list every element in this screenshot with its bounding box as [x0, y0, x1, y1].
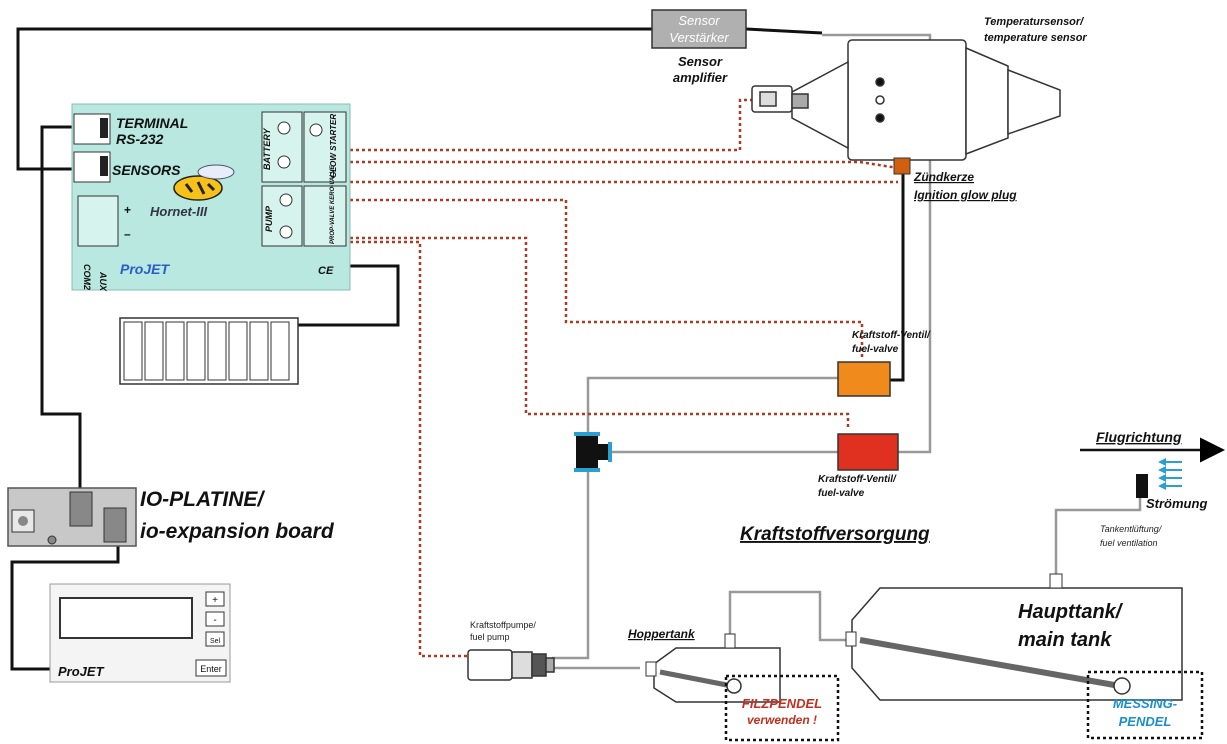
pump-label: PUMP [264, 205, 274, 232]
amp-line1: Sensor [678, 13, 720, 28]
gsu-brand: ProJET [58, 664, 105, 679]
gsu-minus-button[interactable] [205, 611, 225, 627]
vent-fitting [1136, 474, 1148, 498]
ground-support-unit: + - Sel Enter ProJET [49, 583, 231, 683]
temp-sensor-label-1: Temperatursensor/ [984, 16, 1085, 28]
glow-plug-wire [890, 172, 905, 382]
dotted-wires [350, 98, 899, 658]
battery-label: BATTERY [262, 127, 272, 170]
projet-logo: ProJET [120, 261, 170, 277]
prop-valve-wire [350, 198, 864, 358]
io-label-1: IO-PLATINE/ [140, 488, 265, 511]
turbine-engine [751, 39, 1061, 161]
kero-valve-wire [350, 236, 850, 430]
connector-block [119, 317, 299, 385]
pump-label-1: Kraftstoffpumpe/ [470, 620, 536, 630]
felt-label-2: verwenden ! [747, 713, 817, 727]
rs232-label: RS-232 [116, 131, 164, 147]
terminal-wire [40, 125, 82, 492]
fuel-valve-red [837, 433, 899, 471]
glow-starter-label: GLOW STARTER [329, 114, 338, 178]
felt-pendulum-box [724, 674, 840, 742]
gsu-plus-button[interactable] [205, 591, 225, 607]
t-piece [574, 432, 612, 472]
flow-arrows-icon [1158, 458, 1182, 490]
gsu-enter-button[interactable] [195, 659, 227, 677]
model-logo: Hornet-III [150, 204, 207, 219]
vent-label-2: fuel ventilation [1100, 538, 1158, 548]
valve1-label-2: fuel-valve [852, 344, 899, 355]
battery-glow-wire [350, 98, 752, 152]
svg-text:Enter: Enter [200, 664, 222, 674]
hopper-to-main-line [728, 590, 848, 642]
valve1-label-1: Kraftstoff-Ventil/ [852, 330, 931, 341]
glow-starter-socket[interactable] [303, 111, 347, 183]
main-tank [851, 587, 1183, 701]
brass-pendulum-box [1086, 670, 1204, 740]
amp-line2: Verstärker [669, 30, 729, 45]
black-wires [10, 27, 905, 671]
glow-plug [893, 157, 911, 175]
svg-text:-: - [213, 615, 216, 626]
pump-feed-line [552, 470, 590, 660]
io-label-2: io-expansion board [140, 520, 335, 543]
brass-label-2: PENDEL [1119, 714, 1172, 729]
amp-en1: Sensor [678, 54, 723, 69]
sensors-label: SENSORS [112, 162, 181, 178]
glow-plug-label-2: Ignition glow plug [914, 188, 1017, 202]
fuel-pump-wire [350, 240, 468, 658]
felt-label-1: FILZPENDEL [742, 696, 822, 711]
svg-text:–: – [124, 227, 131, 241]
main-tank-label-2: main tank [1018, 629, 1112, 651]
gsu-sel-button[interactable] [205, 631, 225, 647]
com2-label: COM2 [82, 264, 92, 290]
hopper-tank [653, 647, 781, 703]
pump-label-2: fuel pump [470, 632, 510, 642]
hornet-logo: Hornet-III [150, 164, 235, 219]
aux-connector[interactable] [77, 195, 119, 247]
glow-starter-wire [350, 160, 899, 170]
svg-text:+: + [212, 595, 218, 606]
temp-sensor-label-2: temperature sensor [984, 32, 1087, 44]
amp-to-sensor-wire [745, 27, 823, 35]
glow-plug-label-1: Zündkerze [913, 170, 974, 184]
valve2-label-1: Kraftstoff-Ventil/ [818, 474, 897, 485]
valve-label: PROP-VALVE KERO-VALVE [330, 165, 336, 244]
ce-mark: CE [318, 265, 334, 277]
sensor-amplifier: Sensor Verstärker Sensor amplifier [651, 9, 747, 85]
svg-text:+: + [124, 203, 131, 217]
valve1-fuel-line [586, 376, 838, 434]
amp-en2: amplifier [673, 70, 728, 85]
hopper-label: Hoppertank [628, 627, 696, 641]
aux-label: AUX [98, 271, 108, 292]
diagram-title: Kraftstoffversorgung [740, 524, 930, 545]
sensor-amp-wire [16, 27, 652, 171]
gsu-display [59, 597, 193, 639]
flight-direction-label: Flugrichtung [1096, 429, 1182, 445]
fuel-pump [467, 649, 555, 681]
valve2-label-2: fuel-valve [818, 488, 865, 499]
io-board [7, 487, 137, 547]
brass-label-1: MESSING- [1113, 696, 1177, 711]
gsu-wire [10, 540, 120, 671]
svg-text:Sel: Sel [210, 638, 221, 645]
valve-socket[interactable] [303, 185, 347, 247]
main-tank-label-1: Haupttank/ [1018, 601, 1124, 623]
fuel-valve-orange [837, 361, 891, 397]
vent-line [1054, 490, 1142, 576]
flow-label: Strömung [1146, 496, 1207, 511]
ecu-to-box-wire [298, 264, 400, 327]
ecu-board: TERMINAL RS-232 SENSORS BATTERY GLOW STA… [71, 103, 351, 292]
terminal-label: TERMINAL [116, 115, 188, 131]
vent-label-1: Tankentlüftung/ [1100, 524, 1163, 534]
